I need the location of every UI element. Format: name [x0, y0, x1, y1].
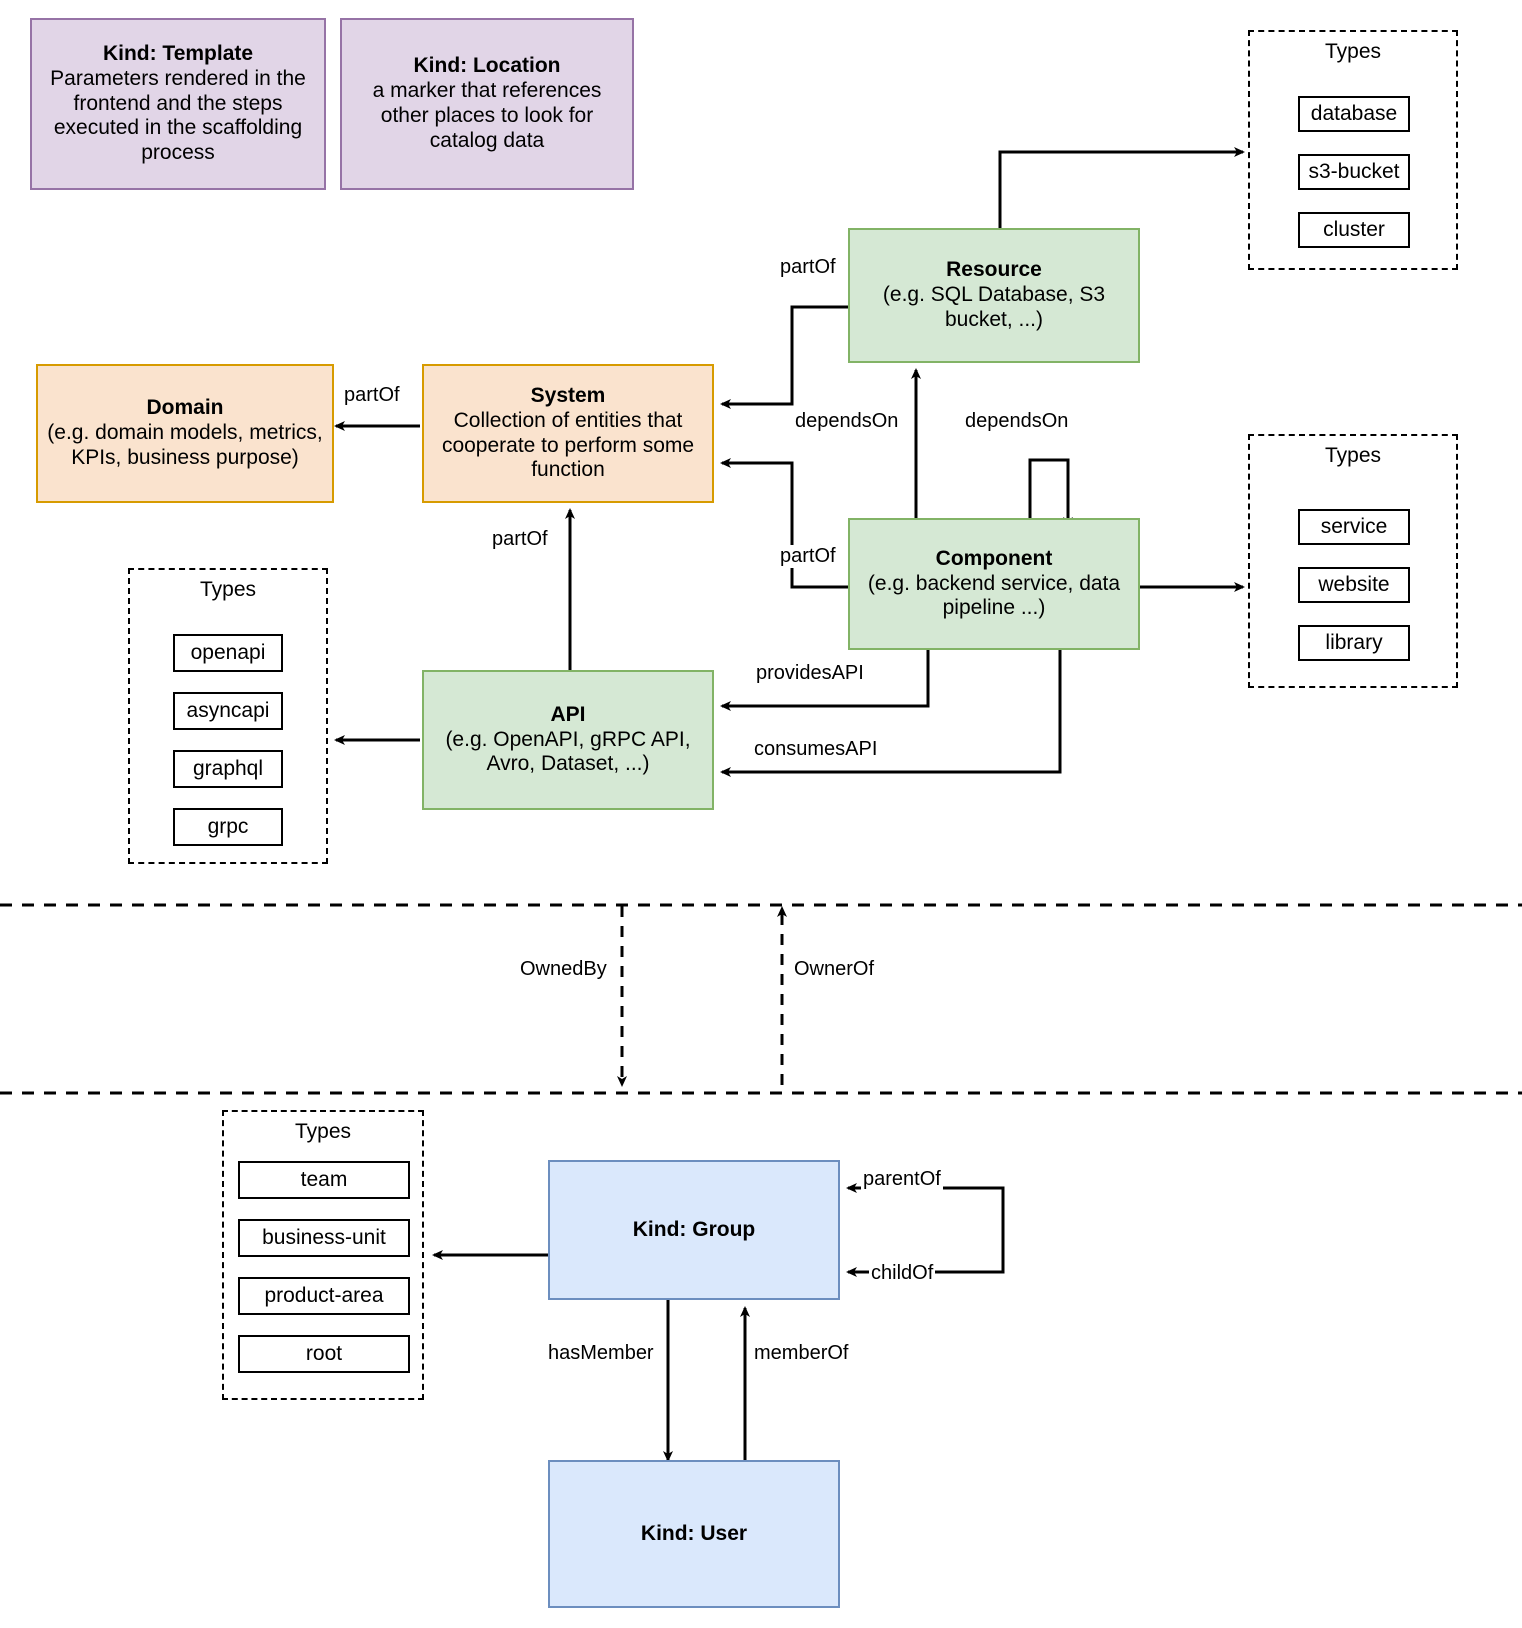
- node-body: Collection of entities that cooperate to…: [441, 408, 695, 482]
- edge-label-component-consumesapi: consumesAPI: [752, 738, 880, 761]
- node-domain[interactable]: Domain (e.g. domain models, metrics, KPI…: [36, 364, 334, 503]
- type-chip-label: grpc: [207, 815, 249, 838]
- type-chip-team[interactable]: team: [238, 1161, 410, 1199]
- type-chip-s3-bucket[interactable]: s3-bucket: [1298, 154, 1410, 190]
- type-chip-product-area[interactable]: product-area: [238, 1277, 410, 1315]
- type-chip-label: service: [1320, 515, 1388, 538]
- types-box-api: Types: [128, 568, 328, 864]
- node-system[interactable]: System Collection of entities that coope…: [422, 364, 714, 503]
- node-body: (e.g. OpenAPI, gRPC API, Avro, Dataset, …: [445, 727, 691, 776]
- node-title: Component: [935, 546, 1053, 570]
- node-component[interactable]: Component (e.g. backend service, data pi…: [848, 518, 1140, 650]
- node-kind-template[interactable]: Kind: Template Parameters rendered in th…: [30, 18, 326, 190]
- node-body: a marker that references other places to…: [372, 79, 602, 152]
- node-title: System: [530, 383, 606, 407]
- edge-label-ownedby: OwnedBy: [518, 958, 609, 981]
- type-chip-label: database: [1310, 102, 1398, 125]
- types-box-component: Types: [1248, 434, 1458, 688]
- node-title: Domain: [146, 396, 224, 420]
- edge-label-component-dependson-component: dependsOn: [963, 410, 1071, 433]
- edge-label-component-partof-system: partOf: [778, 545, 838, 568]
- type-chip-website[interactable]: website: [1298, 567, 1410, 603]
- edge-component-dependson-component: [1028, 458, 1073, 528]
- node-api[interactable]: API (e.g. OpenAPI, gRPC API, Avro, Datas…: [422, 670, 714, 810]
- node-title: Kind: Template: [102, 42, 254, 66]
- type-chip-label: business-unit: [262, 1226, 386, 1249]
- type-chip-label: openapi: [190, 641, 266, 664]
- type-chip-service[interactable]: service: [1298, 509, 1410, 545]
- node-kind-location[interactable]: Kind: Location a marker that references …: [340, 18, 634, 190]
- edge-label-component-providesapi: providesAPI: [754, 662, 866, 685]
- node-body: Parameters rendered in the frontend and …: [50, 66, 306, 165]
- node-title: Resource: [946, 258, 1042, 282]
- edge-resource-to-types: [998, 147, 1245, 228]
- edge-label-api-partof-system: partOf: [490, 528, 550, 551]
- edge-label-ownerof: OwnerOf: [792, 958, 877, 981]
- types-box-resource: Types: [1248, 30, 1458, 270]
- edge-group-parentof: [846, 1183, 1005, 1272]
- types-label: Types: [1324, 444, 1382, 467]
- type-chip-label: graphql: [192, 757, 264, 780]
- type-chip-business-unit[interactable]: business-unit: [238, 1219, 410, 1257]
- type-chip-asyncapi[interactable]: asyncapi: [173, 692, 283, 730]
- types-label: Types: [294, 1120, 352, 1143]
- edge-resource-partof-system: [720, 305, 848, 409]
- edge-label-component-dependson-resource: dependsOn: [793, 410, 901, 433]
- type-chip-cluster[interactable]: cluster: [1298, 212, 1410, 248]
- edge-label-user-memberof: memberOf: [752, 1342, 851, 1365]
- node-kind-user[interactable]: Kind: User: [548, 1460, 840, 1608]
- node-body: (e.g. SQL Database, S3 bucket, ...): [882, 283, 1106, 331]
- types-label: Types: [1324, 40, 1382, 63]
- types-box-group: Types: [222, 1110, 424, 1400]
- type-chip-library[interactable]: library: [1298, 625, 1410, 661]
- node-title: Kind: User: [640, 1521, 748, 1545]
- node-title: Kind: Location: [413, 54, 561, 78]
- type-chip-label: product-area: [264, 1284, 384, 1307]
- edge-component-partof-system: [720, 458, 848, 589]
- type-chip-label: asyncapi: [186, 699, 270, 722]
- type-chip-grpc[interactable]: grpc: [173, 808, 283, 846]
- edge-label-group-childof: childOf: [869, 1262, 936, 1285]
- type-chip-openapi[interactable]: openapi: [173, 634, 283, 672]
- type-chip-label: s3-bucket: [1308, 160, 1400, 183]
- node-kind-group[interactable]: Kind: Group: [548, 1160, 840, 1300]
- type-chip-graphql[interactable]: graphql: [173, 750, 283, 788]
- type-chip-database[interactable]: database: [1298, 96, 1410, 132]
- type-chip-label: team: [300, 1168, 348, 1191]
- type-chip-root[interactable]: root: [238, 1335, 410, 1373]
- edge-label-resource-partof-system: partOf: [778, 256, 838, 279]
- edge-label-group-hasmember: hasMember: [546, 1342, 656, 1365]
- node-body: (e.g. backend service, data pipeline ...…: [867, 571, 1121, 620]
- type-chip-label: library: [1325, 631, 1383, 654]
- edge-group-childof: [846, 1188, 1005, 1277]
- type-chip-label: cluster: [1323, 218, 1385, 241]
- node-resource[interactable]: Resource (e.g. SQL Database, S3 bucket, …: [848, 228, 1140, 363]
- edge-label-group-parentof: parentOf: [861, 1168, 943, 1191]
- node-body: (e.g. domain models, metrics, KPIs, busi…: [47, 421, 323, 469]
- edge-label-system-partof-domain: partOf: [342, 384, 402, 407]
- node-title: Kind: Group: [632, 1217, 756, 1241]
- node-title: API: [550, 702, 586, 726]
- type-chip-label: website: [1318, 573, 1390, 596]
- types-label: Types: [199, 578, 257, 601]
- type-chip-label: root: [305, 1342, 343, 1365]
